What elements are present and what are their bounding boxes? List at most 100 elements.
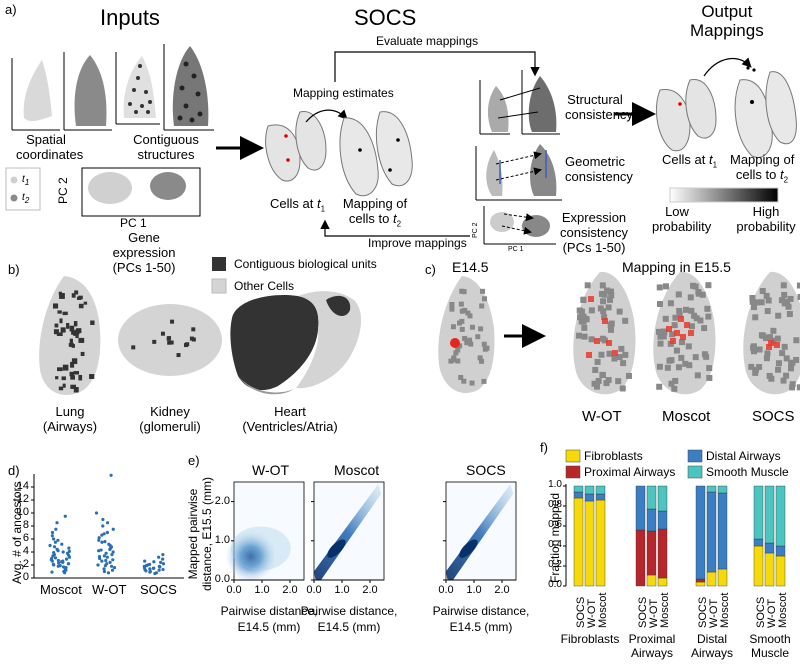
e15-cell (608, 292, 615, 299)
d-point (97, 554, 102, 559)
e14-cell (451, 355, 457, 361)
mapped-cell (684, 322, 690, 328)
e15-cell (697, 317, 704, 324)
d-point (103, 564, 107, 568)
e15-cell (764, 308, 771, 315)
e15-cell (662, 283, 669, 290)
e15-cell (672, 314, 679, 321)
airway-cell (89, 374, 95, 379)
mapping-of-line1: Mapping of (342, 196, 408, 211)
f-bar-segment (706, 485, 717, 493)
f-bar-segment (646, 530, 657, 576)
f-group-label: Distal (696, 632, 728, 646)
e15-cell (748, 363, 755, 370)
f-bar-segment (657, 577, 668, 587)
d-point (109, 564, 114, 568)
high-line2: probability (736, 219, 796, 234)
f-bar-segment (706, 571, 717, 587)
mapping-estimates-label: Mapping estimates (293, 86, 394, 100)
lung-line2: (Airways) (42, 419, 98, 434)
airway-cell (80, 351, 85, 356)
e15-cell (752, 366, 759, 373)
airway-cell (56, 332, 63, 336)
e14-cell (467, 337, 473, 343)
f-legend-swatch (565, 449, 581, 463)
e15-cell (796, 384, 800, 391)
e15-cell (797, 293, 800, 300)
airway-cell (59, 318, 63, 324)
output-mapping-label: Mapping of cells to t2 (730, 152, 794, 188)
d-cat-wot: W-OT (92, 582, 127, 597)
e15-cell (751, 304, 758, 311)
d-point (50, 534, 54, 538)
e-xlabel-line2: E14.5 (mm) (449, 620, 513, 634)
socs-title: SOCS (354, 5, 417, 30)
geometric-line2: consistency (565, 169, 633, 184)
e14-cell (469, 324, 475, 330)
d-point (110, 568, 115, 572)
airway-cell (62, 383, 66, 388)
d-point (143, 567, 147, 572)
e14-cell (461, 289, 467, 295)
e15-cell (763, 335, 770, 342)
e-xtick-label: 2.0 (362, 584, 378, 596)
airway-cell (62, 311, 68, 316)
e15-cell (701, 351, 708, 358)
e14-cell (459, 308, 465, 314)
f-bar-segment (717, 492, 728, 570)
c-method-moscot: Moscot (662, 408, 711, 425)
contiguous-line1: Contiguous (133, 132, 199, 147)
e-xtick-label: 0.0 (226, 584, 242, 596)
airway-cell (54, 323, 59, 328)
heart-tissue (230, 291, 362, 395)
c-method-wot: W-OT (582, 408, 622, 425)
panel-label-b: b) (8, 262, 20, 277)
e15-cell (599, 372, 606, 379)
d-point (52, 545, 57, 549)
d-point (161, 557, 165, 561)
f-bar-segment (595, 493, 606, 501)
airway-cell (90, 320, 95, 325)
geometric-line1: Geometric (565, 154, 625, 169)
e-ylabel-line1: Mapped pairwise (186, 488, 200, 580)
airway-cell (59, 293, 65, 299)
glomerulus-cell (191, 327, 196, 332)
e15-cell (601, 291, 608, 298)
d-ytick-label: 14 (16, 480, 29, 492)
e14-cell (479, 358, 485, 364)
e15-cell (656, 383, 663, 390)
f-legend-swatch (687, 465, 703, 479)
airway-cell (71, 293, 76, 298)
e14-cell (449, 306, 455, 312)
e14-cell (464, 340, 470, 346)
f-group-label: Proximal (628, 632, 676, 646)
low-line1: Low (665, 204, 689, 219)
d-point (102, 567, 106, 571)
small-pc2: PC 2 (472, 222, 479, 238)
d-point (104, 558, 108, 563)
e14-cell (484, 345, 490, 351)
e15-cell (682, 360, 689, 367)
e15-cell (662, 315, 669, 322)
mapped-cell (588, 296, 594, 302)
d-point (52, 563, 56, 567)
f-bar-segment (657, 485, 668, 512)
e15-cell (701, 325, 708, 332)
airway-cell (78, 337, 85, 343)
gene-line1: Gene (128, 230, 160, 245)
d-point (108, 547, 112, 552)
e15-cell (601, 314, 608, 321)
mapped-cell (678, 316, 684, 322)
e-xlabel-line2: E14.5 (mm) (317, 620, 381, 634)
timepoint-legend-box (5, 167, 41, 211)
d-point (112, 566, 117, 570)
d-point (51, 537, 56, 541)
e14-cell (462, 335, 468, 341)
e15-cell (775, 366, 782, 373)
f-ytick-label: 0.4 (548, 539, 562, 550)
airway-cell (60, 327, 66, 333)
airway-cell (69, 371, 74, 377)
airway-cell (73, 386, 79, 393)
e15-cell (598, 351, 605, 358)
geometric-consistency-plot (475, 144, 562, 201)
